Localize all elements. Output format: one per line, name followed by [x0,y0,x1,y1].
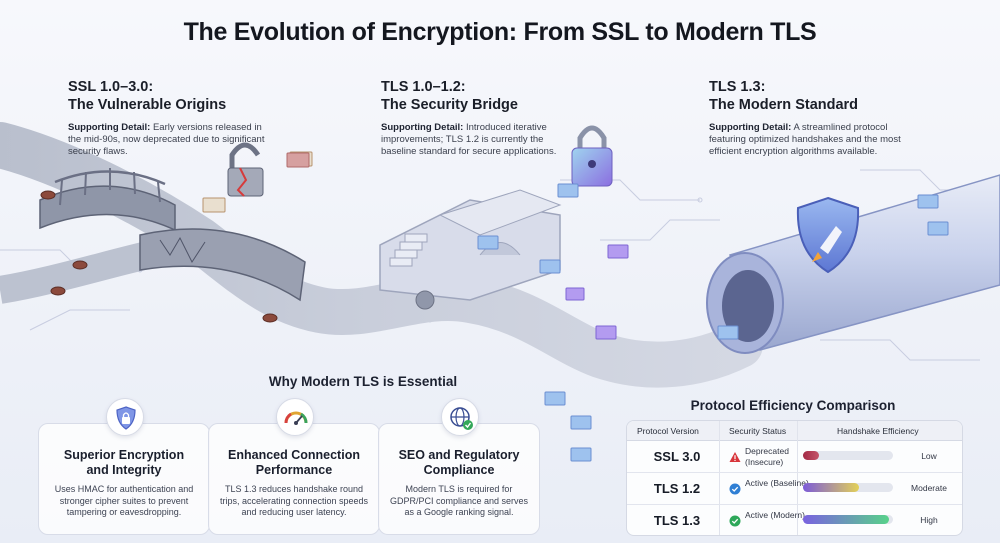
page-title: The Evolution of Encryption: From SSL to… [183,18,817,46]
broken-lock-icon [227,142,264,197]
stage-detail: Supporting Detail: Early versions releas… [68,122,265,157]
check-icon [729,514,741,527]
card-text: Modern TLS is required for GDPR/PCI comp… [389,484,529,517]
stage-ssl: SSL 1.0–3.0: The Vulnerable Origins Supp… [68,78,318,158]
stage-detail: Supporting Detail: Introduced iterative … [381,122,557,157]
card-title: Superior Encryption and Integrity [63,448,185,477]
security-status: Deprecated (Insecure) [745,446,789,467]
column-header: Security Status [729,426,787,436]
stage-subheading: The Security Bridge [381,97,518,113]
protocol-version: TLS 1.2 [653,481,701,496]
efficiency-level: Moderate [911,483,947,493]
stage-heading: TLS 1.3: [709,79,766,95]
stage-heading: TLS 1.0–1.2: [381,79,466,95]
card-compliance: SEO and Regulatory Compliance Modern TLS… [378,398,540,535]
stage-tls-13: TLS 1.3: The Modern Standard Supporting … [709,78,959,158]
check-icon [729,482,741,495]
protocol-version: TLS 1.3 [653,513,701,528]
table-row: SSL 3.0 Deprecated (Insecure) Low [627,441,962,473]
shield-rocket-icon [796,196,860,274]
card-encryption: Superior Encryption and Integrity Uses H… [38,398,210,535]
efficiency-bar [803,515,893,524]
stone-bridge [379,189,562,310]
stage-subheading: The Vulnerable Origins [68,97,227,113]
card-text: Uses HMAC for authentication and stronge… [54,484,194,517]
card-title: SEO and Regulatory Compliance [398,448,520,477]
comparison-table: Protocol Version Security Status Handsha… [626,420,963,536]
warning-icon [729,450,741,462]
efficiency-level: High [920,515,938,525]
speedometer-icon [276,398,314,436]
security-status: Active (Modern) [745,510,805,520]
table-row: TLS 1.2 Active (Baseline) Moderate [627,473,962,505]
stage-heading: SSL 1.0–3.0: [68,79,154,95]
broken-bridge [39,168,306,323]
security-status: Active (Baseline) [745,478,809,488]
comparison-title: Protocol Efficiency Comparison [690,398,896,413]
efficiency-level: Low [921,451,937,461]
table-row: TLS 1.3 Active (Modern) High [627,505,962,535]
efficiency-bar [803,451,893,460]
globe-check-icon [441,398,479,436]
stage-subheading: The Modern Standard [709,97,859,113]
tls-tunnel [706,174,1000,354]
stage-tls-early: TLS 1.0–1.2: The Security Bridge Support… [381,78,631,158]
essential-title: Why Modern TLS is Essential [268,374,458,389]
stage-detail: Supporting Detail: A streamlined protoco… [709,122,901,157]
protocol-version: SSL 3.0 [653,449,701,464]
card-title: Enhanced Connection Performance [228,448,360,477]
card-performance: Enhanced Connection Performance TLS 1.3 … [208,398,380,535]
table-header: Protocol Version Security Status Handsha… [627,421,962,441]
column-header: Handshake Efficiency [837,426,919,436]
shield-lock-icon [106,398,144,436]
padlock-icon [571,125,613,187]
card-text: TLS 1.3 reduces handshake round trips, a… [219,484,369,517]
efficiency-bar [803,483,893,492]
column-header: Protocol Version [637,426,699,436]
